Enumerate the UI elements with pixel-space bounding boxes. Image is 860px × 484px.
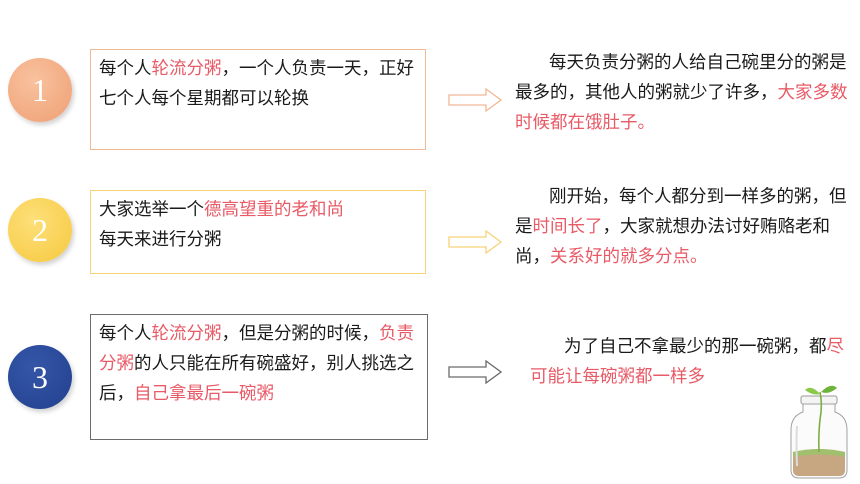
result-3-seg-1: 尽可能让每碗粥都一样多 <box>530 337 844 387</box>
result-2-seg-0: 刚开始，每个人都分到一样多的粥，但是 <box>515 187 847 237</box>
method-2-seg-1: 德高望重的老和尚 <box>204 200 344 220</box>
method-3-seg-0: 每个人 <box>99 324 152 344</box>
result-2-text: 刚开始，每个人都分到一样多的粥，但是时间长了，大家就想办法讨好贿赂老和尚，关系好… <box>515 182 850 272</box>
method-2-seg-0: 大家选举一个 <box>99 200 204 220</box>
step-1-badge: 1 <box>8 58 72 122</box>
method-2-seg-2: 每天来进行分粥 <box>99 230 222 250</box>
method-3-seg-2: ，但是分粥的时候， <box>221 324 380 344</box>
method-3-seg-4: 的人只能在所有碗盛好，别人挑选之后， <box>99 354 414 404</box>
method-1-seg-2: ，一个人负责一天，正好七个人每个星期都可以轮换 <box>99 59 414 109</box>
method-3-box: 每个人轮流分粥，但是分粥的时候，负责分粥的人只能在所有碗盛好，别人挑选之后，自己… <box>90 314 428 440</box>
method-3-seg-1: 轮流分粥 <box>151 324 222 344</box>
result-2-seg-2: ，大家就想办法讨好贿赂老和尚， <box>515 217 830 267</box>
hollow-right-arrow-icon <box>448 360 502 384</box>
result-3-seg-0: 为了自己不拿最少的那一碗粥，都 <box>564 337 827 357</box>
step-2-badge: 2 <box>8 198 72 262</box>
step-3-badge: 3 <box>8 345 72 409</box>
step-3-number: 3 <box>32 358 48 395</box>
method-2-box: 大家选举一个德高望重的老和尚每天来进行分粥 <box>90 190 426 274</box>
method-3-seg-3: 负责分粥 <box>99 324 414 374</box>
hollow-right-arrow-icon <box>448 88 502 112</box>
result-1-seg-0: 每天负责分粥的人给自己碗里分的粥是最多的，其他人的粥就少了许多， <box>515 53 847 103</box>
hollow-right-arrow-icon <box>448 230 502 254</box>
result-2-seg-1: 时间长了 <box>532 217 603 237</box>
result-3-text: 为了自己不拿最少的那一碗粥，都尽可能让每碗粥都一样多 <box>530 332 855 392</box>
step-1-number: 1 <box>32 71 48 108</box>
method-3-seg-5: 自己拿最后一碗粥 <box>134 384 274 404</box>
method-1-seg-0: 每个人 <box>99 59 152 79</box>
method-1-box: 每个人轮流分粥，一个人负责一天，正好七个人每个星期都可以轮换 <box>90 49 426 150</box>
method-1-seg-1: 轮流分粥 <box>151 59 222 79</box>
result-1-text: 每天负责分粥的人给自己碗里分的粥是最多的，其他人的粥就少了许多，大家多数时候都在… <box>515 48 860 138</box>
step-2-number: 2 <box>32 211 48 248</box>
result-2-seg-3: 关系好的就多分点。 <box>550 247 708 267</box>
plant-jar-icon <box>790 385 848 479</box>
result-1-seg-1: 大家多数时候都在饿肚子。 <box>515 83 848 133</box>
